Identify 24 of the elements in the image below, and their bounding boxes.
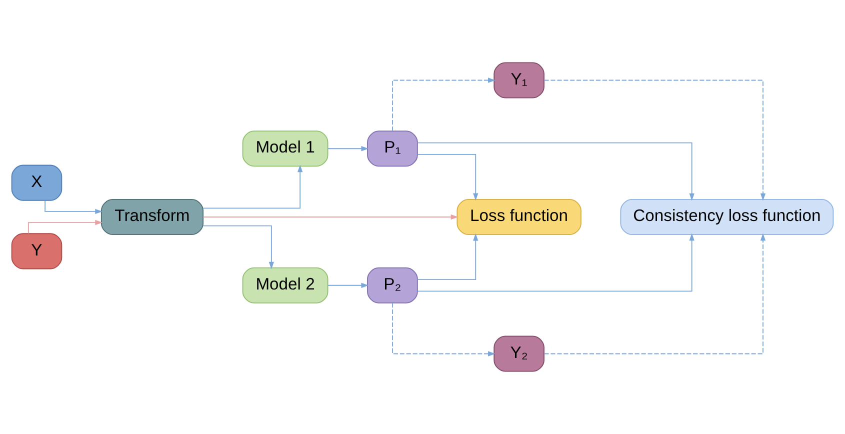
arrow [417, 142, 694, 201]
arrow [417, 233, 694, 292]
arrow [328, 282, 369, 288]
arrow [544, 233, 766, 354]
arrow [202, 164, 303, 209]
arrow [416, 233, 478, 280]
node-box: P₂ [367, 267, 418, 304]
node-box: Model 1 [242, 130, 328, 167]
node-box: Y [11, 233, 62, 270]
node-box: Y₁ [494, 62, 544, 98]
node-box: Model 2 [242, 267, 328, 304]
arrow [544, 80, 766, 201]
node-box: Loss function [456, 198, 582, 236]
arrow [328, 146, 369, 152]
node-box: P₁ [367, 130, 418, 167]
node-box: Y₂ [494, 336, 544, 372]
arrow [392, 78, 496, 132]
node-box: X [11, 164, 62, 201]
arrow [392, 302, 496, 356]
node-box: Consistency loss function [620, 198, 834, 236]
arrow [416, 154, 478, 201]
node-box: Transform [100, 198, 204, 236]
arrow [202, 214, 458, 220]
arrow [202, 225, 274, 270]
